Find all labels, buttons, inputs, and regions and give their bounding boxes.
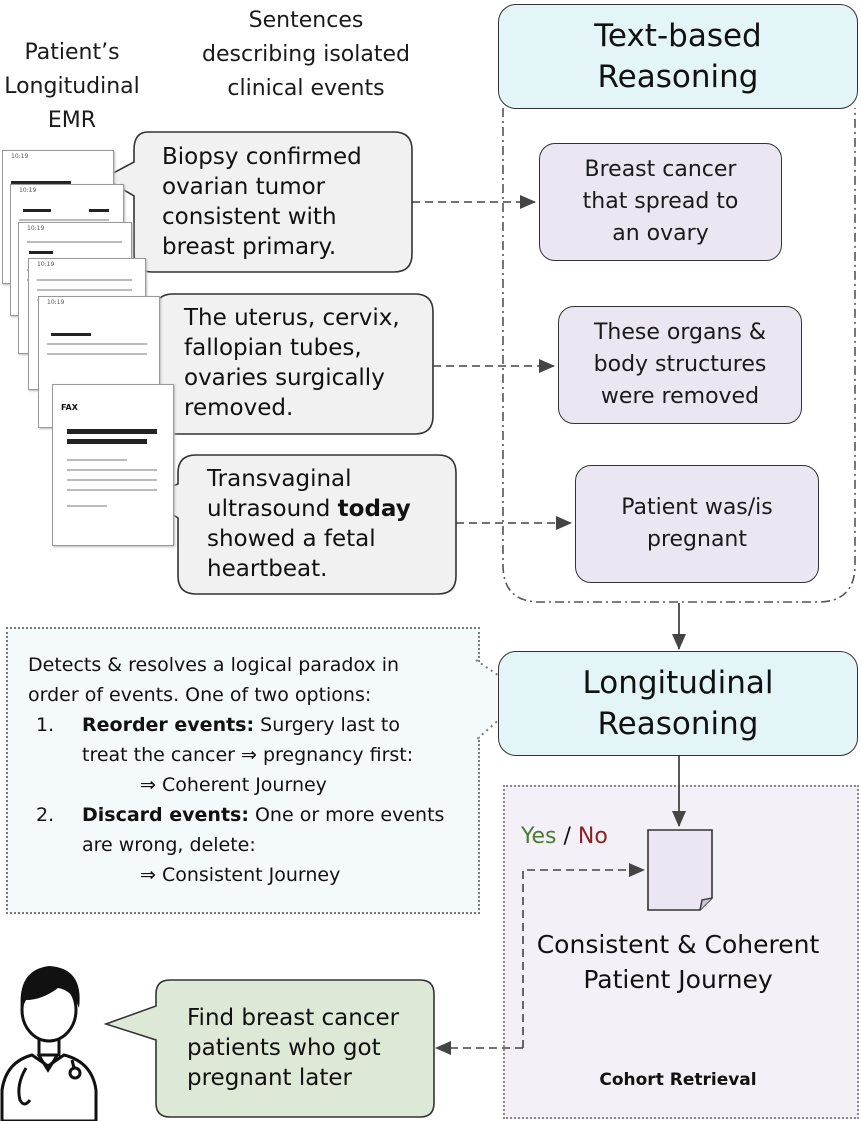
emr-header: Patient’s Longitudinal EMR xyxy=(0,36,144,138)
event-line: an ovary xyxy=(612,221,709,246)
event-line: that spread to xyxy=(582,189,739,214)
sentences-header: Sentences describing isolated clinical e… xyxy=(188,4,424,106)
bubble-emphasis: today xyxy=(337,496,411,522)
note-intro-line: Detects & resolves a logical paradox in xyxy=(28,654,400,676)
title-line: Longitudinal xyxy=(582,664,774,701)
note-item-result: ⇒ Coherent Journey xyxy=(140,774,327,796)
note-item-line: treat the cancer ⇒ pregnancy first: xyxy=(82,744,414,766)
bubble-line: consistent with xyxy=(162,204,337,230)
query-text: Find breast cancer patients who got preg… xyxy=(187,1003,427,1093)
longitudinal-reasoning-box: Longitudinal Reasoning xyxy=(498,651,858,756)
note-item-number: 2. xyxy=(36,804,55,826)
bubble-line-part: ultrasound xyxy=(207,496,338,522)
query-line: Find breast cancer xyxy=(187,1005,400,1031)
note-item-text: Surgery last to xyxy=(254,714,400,736)
bubble-1-shape xyxy=(102,131,413,273)
event-line: Patient was/is xyxy=(621,495,773,520)
sentences-header-line: Sentences xyxy=(248,8,364,33)
bubble-line: Transvaginal xyxy=(207,466,352,492)
event-line: Breast cancer xyxy=(584,157,737,182)
journey-document-icon xyxy=(647,829,713,911)
title-line: Reasoning xyxy=(597,58,759,95)
sentences-header-line: clinical events xyxy=(227,76,385,101)
query-line: patients who got xyxy=(187,1035,381,1061)
paradox-note-text: Detects & resolves a logical paradox in … xyxy=(28,650,468,890)
bubble-3-text: Transvaginal ultrasound today showed a f… xyxy=(207,464,451,584)
bubble-line: ultrasound today xyxy=(207,494,451,524)
emr-page-time: 10:19 xyxy=(27,225,45,232)
emr-document-stack: 10:19 10:19 10:19 10:19 10:19 FAX xyxy=(2,146,177,546)
caption-line: Patient Journey xyxy=(583,965,773,994)
emr-fax-page: FAX xyxy=(52,384,174,546)
bubble-3-shape xyxy=(143,454,457,595)
note-item-number: 1. xyxy=(36,714,55,736)
note-item-line: are wrong, delete: xyxy=(82,834,256,856)
event-line: body structures xyxy=(593,352,767,377)
note-item-discard: 2. Discard events: One or more events xyxy=(28,800,468,830)
query-bubble-shape xyxy=(103,979,435,1118)
bubble-line: heartbeat. xyxy=(207,556,328,582)
yes-label: Yes xyxy=(521,824,557,849)
bubble-line: showed a fetal xyxy=(207,526,376,552)
note-item-result: ⇒ Consistent Journey xyxy=(140,864,341,886)
event-box-organs-removed: These organs & body structures were remo… xyxy=(558,306,802,424)
note-item-reorder: 1. Reorder events: Surgery last to xyxy=(28,710,468,740)
bubble-line: ovaries surgically xyxy=(184,365,385,391)
text-reasoning-container xyxy=(502,108,856,603)
title-line: Text-based xyxy=(594,17,762,54)
event-line: These organs & xyxy=(593,320,766,345)
sentences-header-line: describing isolated xyxy=(202,42,410,67)
emr-header-line: Patient’s xyxy=(24,40,120,65)
note-item-title: Reorder events: xyxy=(82,714,255,736)
text-based-reasoning-box: Text-based Reasoning xyxy=(498,4,858,109)
longitudinal-reasoning-title: Longitudinal Reasoning xyxy=(583,663,774,745)
emr-header-line: EMR xyxy=(47,108,97,133)
title-line: Reasoning xyxy=(597,705,759,742)
emr-header-line: Longitudinal xyxy=(4,74,140,99)
emr-page-time: 10:19 xyxy=(47,299,65,306)
caption-line: Consistent & Coherent xyxy=(536,930,820,959)
no-label: No xyxy=(577,824,608,849)
fax-label: FAX xyxy=(61,403,78,412)
event-box-pregnant: Patient was/is pregnant xyxy=(575,465,819,583)
note-item-title: Discard events: xyxy=(82,804,249,826)
emr-page-time: 10:19 xyxy=(19,187,37,194)
query-line: pregnant later xyxy=(187,1065,352,1091)
bubble-line: fallopian tubes, xyxy=(184,335,362,361)
bubble-2-text: The uterus, cervix, fallopian tubes, ova… xyxy=(184,303,428,423)
yes-no-label: Yes / No xyxy=(521,824,608,849)
bubble-1-text: Biopsy confirmed ovarian tumor consisten… xyxy=(162,142,402,262)
bubble-line: removed. xyxy=(184,395,294,421)
note-intro-line: order of events. One of two options: xyxy=(28,684,372,706)
text-based-reasoning-title: Text-based Reasoning xyxy=(594,16,761,98)
cohort-retrieval-label: Cohort Retrieval xyxy=(599,1070,757,1090)
emr-page-time: 10:19 xyxy=(11,153,29,160)
event-line: pregnant xyxy=(646,527,748,552)
clinician-icon xyxy=(0,966,98,1121)
arrow-yesno-to-doc xyxy=(522,863,645,1048)
paradox-note-box xyxy=(6,627,480,914)
emr-page-time: 10:19 xyxy=(37,261,55,268)
bubble-line: breast primary. xyxy=(162,234,337,260)
event-line: were removed xyxy=(600,384,760,409)
separator: / xyxy=(556,824,578,849)
bubble-line: The uterus, cervix, xyxy=(184,305,400,331)
journey-caption: Consistent & Coherent Patient Journey xyxy=(505,927,851,997)
note-item-text: One or more events xyxy=(248,804,445,826)
bubble-line: Biopsy confirmed xyxy=(162,144,362,170)
event-box-cancer-spread: Breast cancer that spread to an ovary xyxy=(539,143,782,261)
bubble-line: ovarian tumor xyxy=(162,174,326,200)
